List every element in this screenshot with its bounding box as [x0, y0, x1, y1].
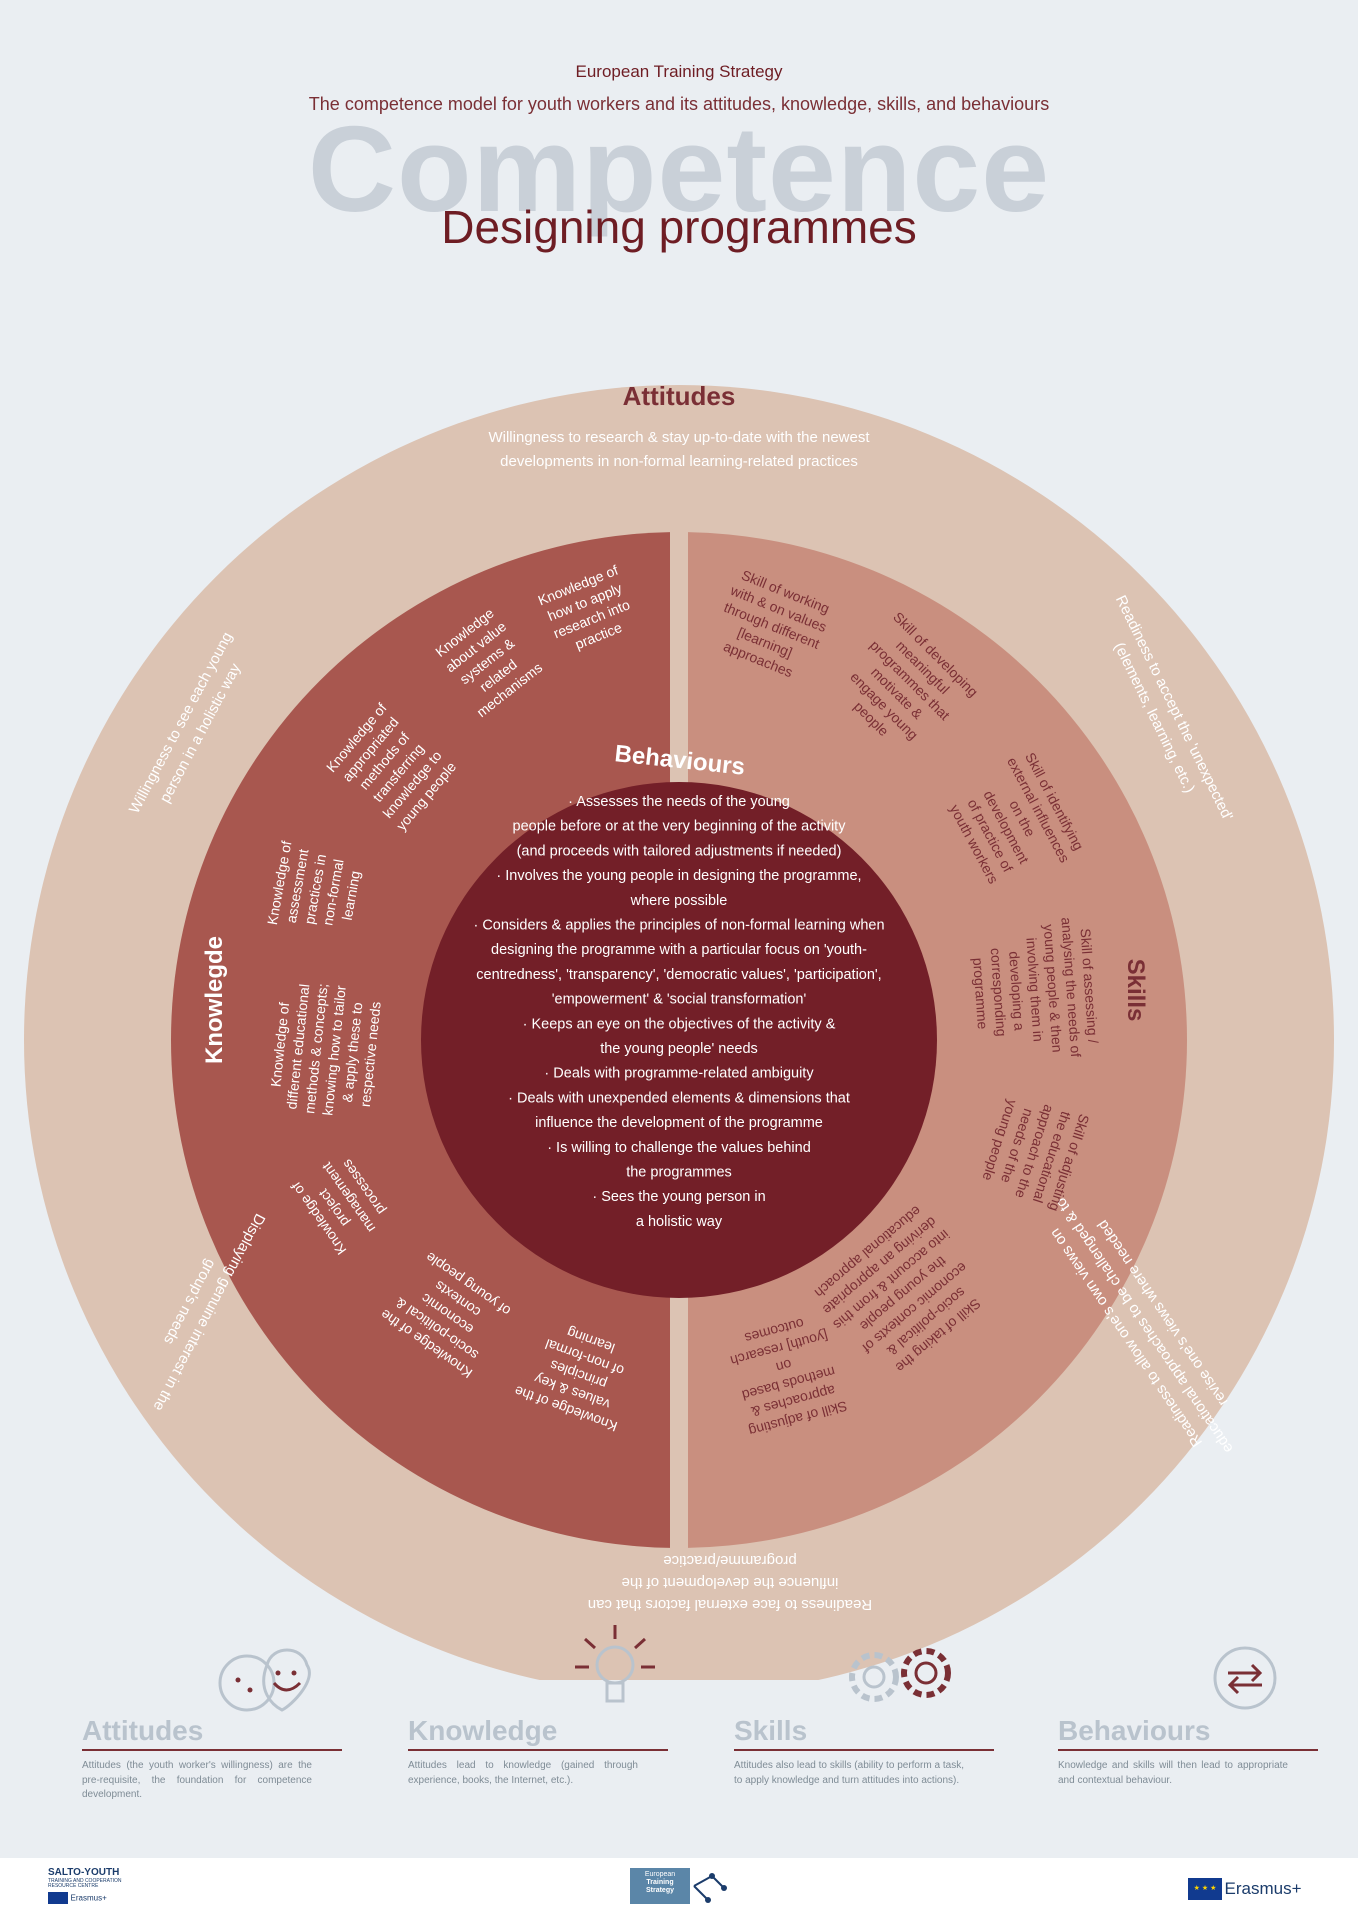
legend-title: Skills [734, 1715, 808, 1746]
organisation-title: European Training Strategy [575, 62, 783, 81]
attitude-top-line2: developments in non-formal learning-rela… [500, 453, 858, 470]
ets-logo-line2: Training [646, 1879, 674, 1887]
behaviour-line: · Deals with programme-related ambiguity [544, 1066, 814, 1082]
skill-item-line: on [774, 1356, 793, 1375]
skill-item-line: corresponding [988, 947, 1010, 1037]
skill-item: Skill of developingmeaningfulprogrammes … [847, 609, 981, 743]
salto-youth-logo: SALTO-YOUTH TRAINING AND COOPERATION RES… [48, 1867, 122, 1904]
ets-logo-line3: Strategy [645, 1887, 674, 1895]
behaviour-line: (and proceeds with tailored adjustments … [517, 843, 842, 859]
behaviour-line: centredness', 'transparency', 'democrati… [476, 967, 881, 983]
smiling-faces-icon [218, 1648, 311, 1712]
legend-title: Attitudes [82, 1715, 204, 1746]
legend-underline [408, 1749, 668, 1751]
legend-skills: Skills Attitudes also lead to skills (ab… [734, 1648, 1014, 1788]
exchange-arrows-icon [1213, 1646, 1277, 1710]
behaviour-line: · Keeps an eye on the objectives of the … [523, 1016, 836, 1032]
behaviour-line: designing the programme with a particula… [491, 942, 867, 958]
behaviour-line: the programmes [626, 1165, 732, 1181]
erasmus-small-label: Erasmus+ [70, 1893, 107, 1903]
legend-title: Knowledge [408, 1715, 558, 1746]
legend-attitudes: Attitudes Attitudes (the youth worker's … [82, 1648, 362, 1803]
erasmus-big-label: Erasmus+ [1224, 1879, 1302, 1898]
skill-item-line: programme [970, 957, 991, 1030]
background-watermark-word: Competence [307, 101, 1051, 237]
legend-underline [82, 1749, 342, 1751]
skills-label: Skills [1122, 959, 1149, 1022]
salto-logo-line1: SALTO-YOUTH [48, 1867, 120, 1878]
lightbulb-icon [575, 1625, 655, 1703]
behaviour-line: · Involves the young people in designing… [496, 868, 861, 884]
behaviour-line: · Assesses the needs of the young [568, 794, 790, 810]
behaviour-line: · Considers & applies the principles of … [473, 918, 884, 934]
salto-logo-line2: TRAINING AND COOPERATION [48, 1877, 122, 1884]
legend-text: Attitudes (the youth worker's willingnes… [82, 1760, 312, 1800]
competence-wheel: Attitudes Willingness to research & stay… [24, 381, 1334, 1680]
erasmus-plus-logo: ★ ★ ★ Erasmus+ [1188, 1878, 1302, 1900]
legend-text: Knowledge and skills will then lead to a… [1058, 1760, 1288, 1786]
behaviour-line: 'empowerment' & 'social transformation' [552, 992, 807, 1008]
knowledge-label: Knowlegde [201, 936, 228, 1064]
attitudes-label: Attitudes [623, 381, 736, 411]
legend-title: Behaviours [1058, 1715, 1211, 1746]
legend-knowledge: Knowledge Attitudes lead to knowledge (g… [408, 1625, 688, 1788]
behaviour-line: a holistic way [636, 1214, 723, 1230]
network-nodes-icon [693, 1873, 727, 1903]
behaviour-line: where possible [630, 893, 728, 909]
behaviour-line: · Sees the young person in [592, 1189, 765, 1205]
behaviour-line: people before or at the very beginning o… [513, 819, 847, 835]
ets-logo-line1: European [644, 1871, 676, 1878]
page-title: Designing programmes [441, 201, 917, 253]
legend-underline [734, 1749, 994, 1751]
behaviour-line: influence the development of the program… [535, 1115, 823, 1131]
gears-icon [849, 1648, 951, 1702]
page-subtitle: The competence model for youth workers a… [308, 94, 1050, 114]
attitude-bottom: Readiness to face external factors that … [588, 1552, 872, 1613]
behaviour-line: the young people' needs [600, 1041, 758, 1057]
legend-behaviours: Behaviours Knowledge and skills will the… [1058, 1646, 1338, 1788]
knowledge-section [171, 532, 670, 1548]
behaviour-line: · Is willing to challenge the values beh… [547, 1140, 811, 1156]
attitude-top-line1: Willingness to research & stay up-to-dat… [488, 429, 870, 446]
eu-flag-icon: ★ ★ ★ [1188, 1878, 1222, 1900]
salto-logo-line3: RESOURCE CENTRE [48, 1882, 99, 1889]
skill-item-line: involving them in [1023, 937, 1046, 1042]
legend-text: Attitudes also lead to skills (ability t… [734, 1760, 964, 1786]
behaviours-list: · Assesses the needs of the young people … [473, 794, 884, 1230]
eu-flag-icon [48, 1892, 68, 1904]
ets-logo: European Training Strategy [630, 1868, 730, 1908]
legend-text: Attitudes lead to knowledge (gained thro… [408, 1760, 638, 1786]
skills-section [688, 532, 1187, 1548]
legend-underline [1058, 1749, 1318, 1751]
skill-item-line: developing a [1006, 951, 1028, 1032]
attitude-bottom-line2: influence the development of the [622, 1574, 839, 1591]
attitude-bottom-line3: programme/practice [663, 1552, 796, 1569]
attitude-bottom-line1: Readiness to face external factors that … [588, 1596, 872, 1613]
footer: SALTO-YOUTH TRAINING AND COOPERATION RES… [0, 1858, 1358, 1920]
behaviours-core [421, 782, 937, 1298]
behaviour-line: · Deals with unexpended elements & dimen… [508, 1090, 850, 1106]
